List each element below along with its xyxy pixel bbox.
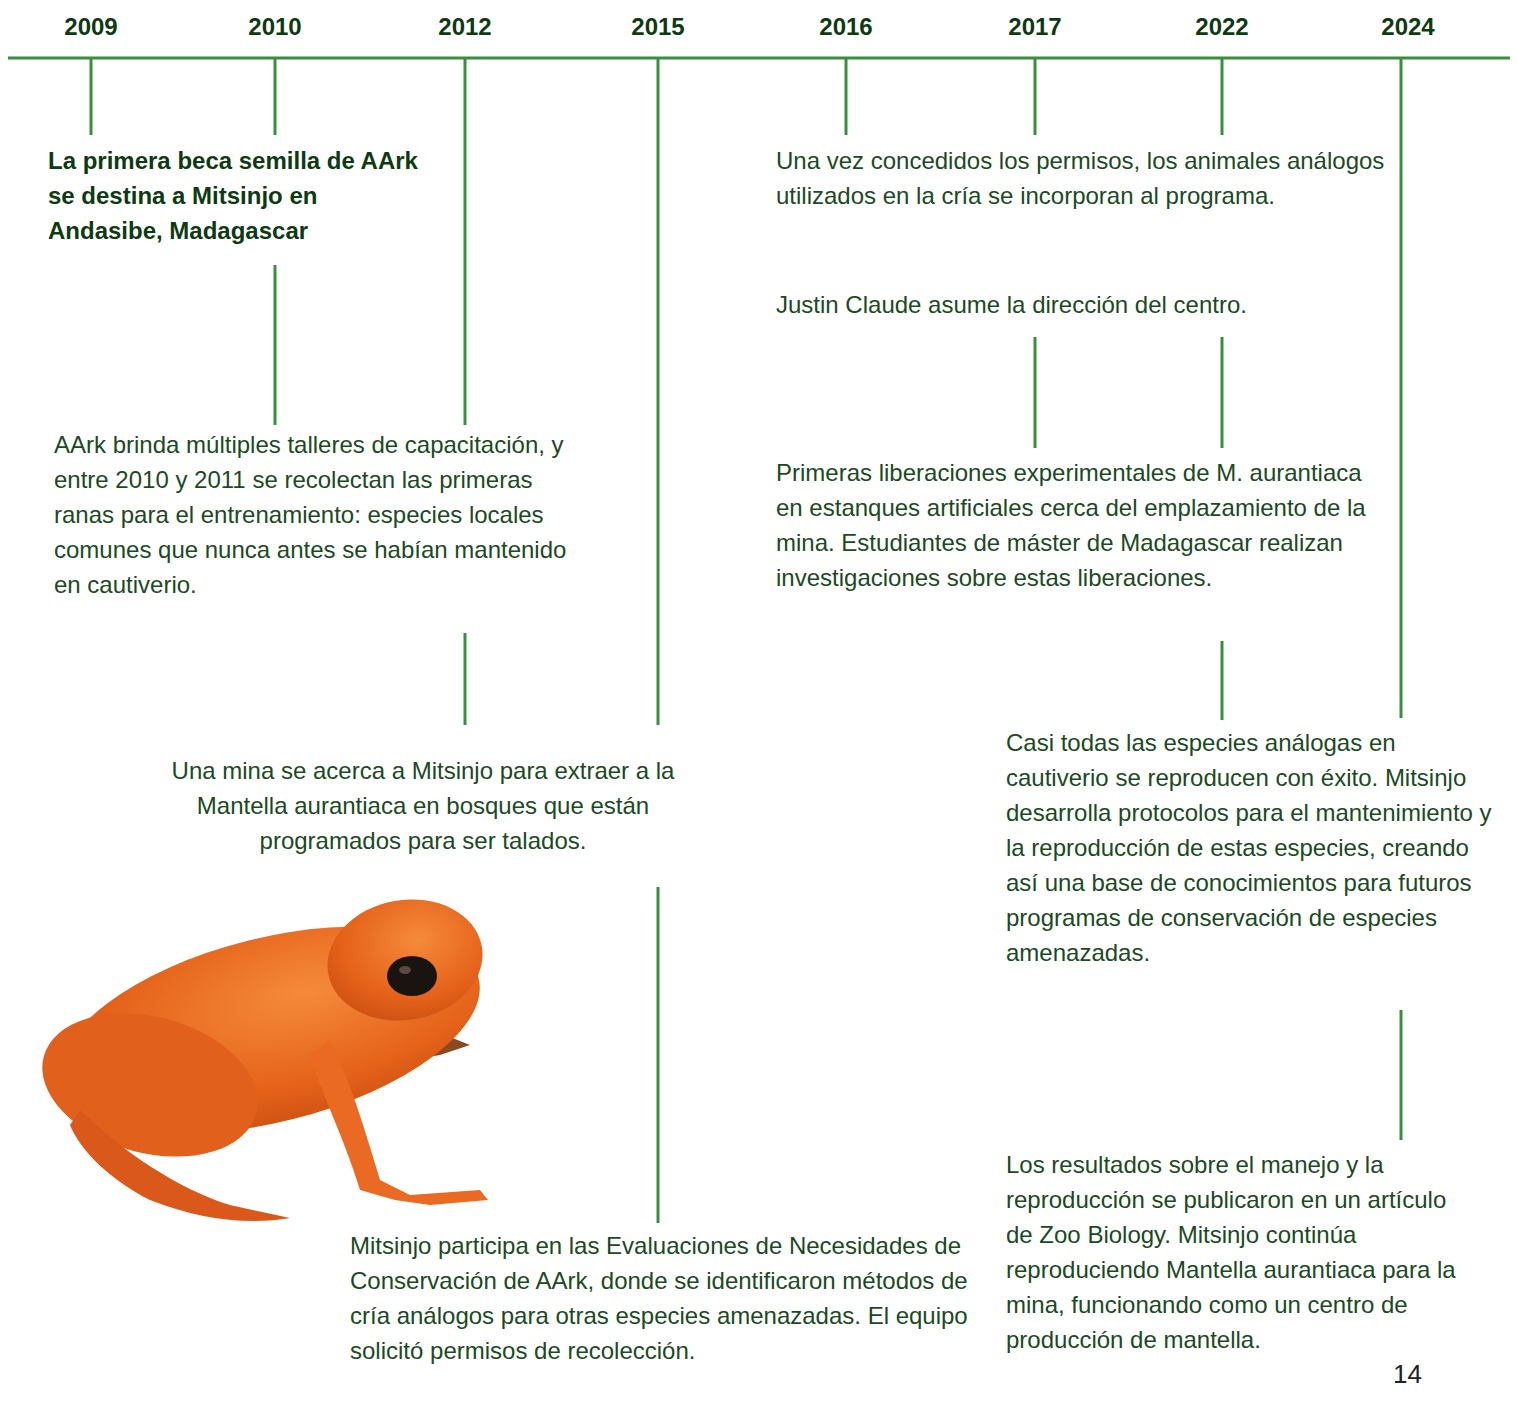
year-label: 2012 [425, 12, 505, 42]
event-text: Casi todas las especies análogas en caut… [1006, 725, 1496, 970]
page-number: 14 [1393, 1357, 1453, 1392]
event-heading: La primera beca semilla de AArk se desti… [48, 143, 428, 248]
event-text: Una vez concedidos los permisos, los ani… [776, 143, 1386, 213]
event-text: Primeras liberaciones experimentales de … [776, 455, 1386, 595]
year-label: 2022 [1182, 12, 1262, 42]
frog-illustration [26, 887, 501, 1221]
year-label: 2015 [618, 12, 698, 42]
timeline-lines [8, 58, 1510, 1223]
event-text: Una mina se acerca a Mitsinjo para extra… [123, 753, 723, 858]
year-label: 2016 [806, 12, 886, 42]
year-label: 2017 [995, 12, 1075, 42]
year-label: 2010 [235, 12, 315, 42]
year-label: 2024 [1368, 12, 1448, 42]
event-text: Mitsinjo participa en las Evaluaciones d… [350, 1228, 970, 1368]
event-text: Los resultados sobre el manejo y la repr… [1006, 1147, 1476, 1357]
event-text: AArk brinda múltiples talleres de capaci… [54, 427, 594, 602]
event-text: Justin Claude asume la dirección del cen… [776, 287, 1386, 322]
year-label: 2009 [51, 12, 131, 42]
